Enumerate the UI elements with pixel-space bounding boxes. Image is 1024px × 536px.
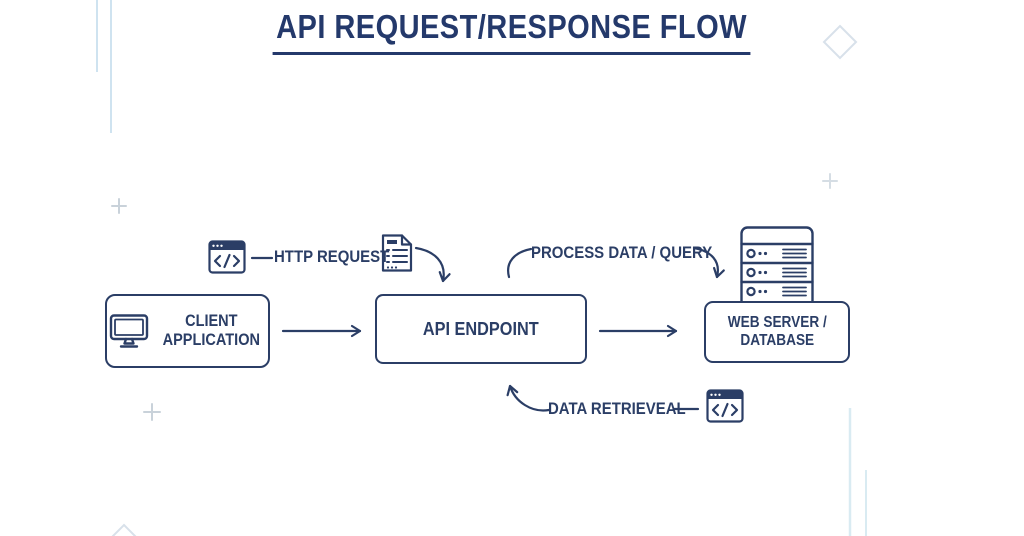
- http-request-label: HTTP REQUEST: [274, 247, 390, 266]
- diamond-shape: [111, 523, 137, 536]
- server-label-line1: WEB SERVER /: [727, 314, 827, 332]
- server-label-line2: DATABASE: [740, 332, 814, 349]
- arrow-retrieval-to-api: [506, 384, 551, 412]
- node-api-endpoint: API ENDPOINT: [375, 294, 587, 364]
- client-label-line1: CLIENT: [184, 312, 238, 331]
- arc-process-left: [507, 247, 533, 279]
- code-window-icon: [208, 240, 246, 274]
- plus-mark: [822, 173, 838, 189]
- plus-mark: [143, 403, 161, 421]
- monitor-icon: [109, 313, 149, 349]
- server-rack-icon: [740, 226, 814, 308]
- node-client-application: CLIENT APPLICATION: [105, 294, 270, 368]
- node-label: WEB SERVER / DATABASE: [727, 314, 826, 350]
- title-bar: API REQUEST/RESPONSE FLOW: [0, 8, 1024, 55]
- document-icon: [380, 233, 414, 273]
- page-title: API REQUEST/RESPONSE FLOW: [273, 8, 751, 55]
- client-label-line2: APPLICATION: [162, 331, 260, 349]
- code-window-icon: [706, 389, 744, 423]
- node-web-server-database: WEB SERVER / DATABASE: [704, 301, 850, 363]
- process-data-query-label: PROCESS DATA / QUERY: [531, 243, 713, 262]
- plus-mark: [111, 198, 127, 214]
- arrow-request-to-api: [414, 246, 451, 283]
- data-retrieval-label: DATA RETRIEVEAL: [548, 399, 686, 418]
- api-endpoint-label: API ENDPOINT: [423, 318, 539, 340]
- node-label: CLIENT APPLICATION: [162, 312, 259, 350]
